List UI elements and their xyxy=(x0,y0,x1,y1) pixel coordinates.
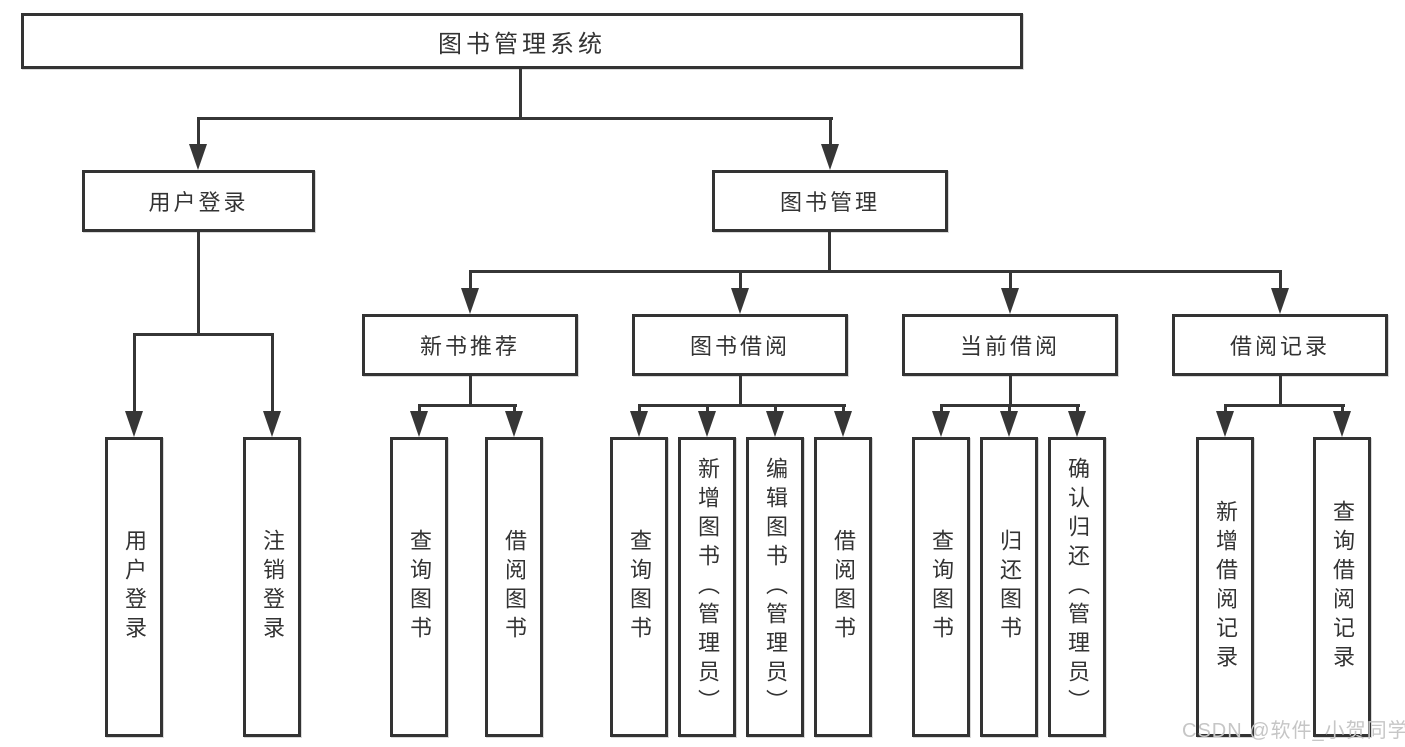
leaf-return-books: 归还图书 xyxy=(980,437,1038,737)
arrowhead-to-leaf xyxy=(410,411,428,437)
arrowhead-to-login-leaf xyxy=(125,411,143,437)
connector-leaf-drop xyxy=(513,404,516,414)
arrowhead-to-leaf xyxy=(1333,411,1351,437)
connector-book-mgmt-stem xyxy=(828,232,831,272)
connector-login-leaf-drop xyxy=(133,336,136,412)
connector-currentborrow-drop xyxy=(1009,272,1012,290)
connector-leaf-drop xyxy=(940,404,943,414)
connector-level2-horizontal xyxy=(197,117,833,120)
node-new-book-recommend: 新书推荐 xyxy=(362,314,578,376)
connector-bookborrow-horizontal xyxy=(638,404,846,407)
leaf-logout: 注销登录 xyxy=(243,437,301,737)
connector-newbook-drop xyxy=(469,272,472,290)
leaf-query-books: 查询图书 xyxy=(390,437,448,737)
node-user-login: 用户登录 xyxy=(82,170,315,232)
connector-bookborrow-drop xyxy=(739,272,742,290)
leaf-user-login: 用户登录 xyxy=(105,437,163,737)
arrowhead-to-leaf xyxy=(932,411,950,437)
connector-newbook-horizontal xyxy=(418,404,517,407)
node-book-management: 图书管理 xyxy=(712,170,948,232)
connector-borrowrecord-drop xyxy=(1279,272,1282,290)
connector-borrowrecord-stem xyxy=(1279,376,1282,407)
node-current-borrowing: 当前借阅 xyxy=(902,314,1118,376)
node-book-borrowing: 图书借阅 xyxy=(632,314,848,376)
connector-leaf-drop xyxy=(774,404,777,414)
connector-leaf-drop xyxy=(638,404,641,414)
connector-level3-horizontal xyxy=(469,270,1282,273)
leaf-add-borrow-record: 新增借阅记录 xyxy=(1196,437,1254,737)
leaf-add-books-admin: 新增图书（管理员） xyxy=(678,437,736,737)
arrowhead-to-leaf xyxy=(1000,411,1018,437)
connector-leaf-drop xyxy=(1341,404,1344,414)
arrowhead-to-bookborrow xyxy=(731,288,749,314)
connector-leaf-drop xyxy=(842,404,845,414)
leaf-confirm-return-admin: 确认归还（管理员） xyxy=(1048,437,1106,737)
leaf-query-books: 查询图书 xyxy=(912,437,970,737)
connector-leaf-drop xyxy=(418,404,421,414)
arrowhead-to-leaf xyxy=(505,411,523,437)
connector-leaf-drop xyxy=(1076,404,1079,414)
connector-user-login-drop xyxy=(197,117,200,146)
arrowhead-to-leaf xyxy=(766,411,784,437)
connector-user-login-stem xyxy=(197,232,200,335)
connector-user-login-horizontal xyxy=(133,333,274,336)
leaf-borrow-books: 借阅图书 xyxy=(485,437,543,737)
arrowhead-to-leaf xyxy=(698,411,716,437)
arrowhead-to-user-login xyxy=(189,144,207,170)
leaf-query-books: 查询图书 xyxy=(610,437,668,737)
arrowhead-to-leaf xyxy=(1216,411,1234,437)
arrowhead-to-newbook xyxy=(461,288,479,314)
arrowhead-to-book-mgmt xyxy=(821,144,839,170)
connector-logout-leaf-drop xyxy=(271,336,274,412)
arrowhead-to-logout-leaf xyxy=(263,411,281,437)
connector-book-mgmt-drop xyxy=(829,117,832,146)
connector-root-stem xyxy=(519,69,522,117)
arrowhead-to-currentborrow xyxy=(1001,288,1019,314)
connector-bookborrow-stem xyxy=(739,376,742,406)
leaf-borrow-books: 借阅图书 xyxy=(814,437,872,737)
connector-leaf-drop xyxy=(1224,404,1227,414)
connector-currentborrow-stem xyxy=(1009,376,1012,406)
arrowhead-to-borrowrecord xyxy=(1271,288,1289,314)
connector-leaf-drop xyxy=(1008,404,1011,414)
connector-leaf-drop xyxy=(706,404,709,414)
leaf-edit-books-admin: 编辑图书（管理员） xyxy=(746,437,804,737)
arrowhead-to-leaf xyxy=(1068,411,1086,437)
node-library-system: 图书管理系统 xyxy=(21,13,1023,69)
connector-borrowrecord-horizontal xyxy=(1224,404,1345,407)
node-borrow-records: 借阅记录 xyxy=(1172,314,1388,376)
leaf-query-borrow-record: 查询借阅记录 xyxy=(1313,437,1371,737)
arrowhead-to-leaf xyxy=(834,411,852,437)
connector-newbook-stem xyxy=(469,376,472,406)
watermark: CSDN @软件_小贺同学 xyxy=(1182,720,1405,742)
arrowhead-to-leaf xyxy=(630,411,648,437)
